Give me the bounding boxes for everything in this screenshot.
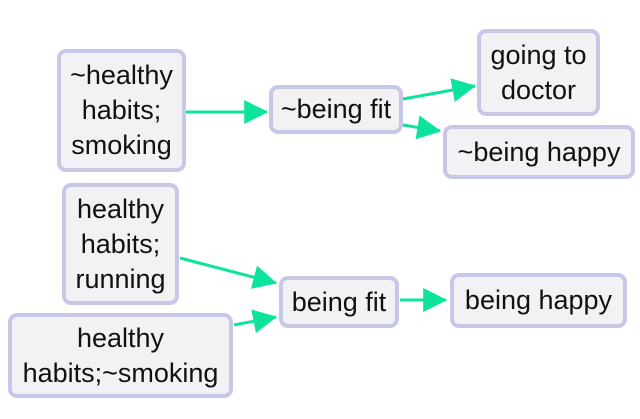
node-healthy-habits-running: healthy habits; running bbox=[62, 183, 179, 305]
node-healthy-habits-not-smoking: healthy habits;~smoking bbox=[8, 313, 233, 398]
node-going-to-doctor: going to doctor bbox=[477, 29, 600, 116]
edge-healthy-habits-running-to-being-fit bbox=[179, 256, 278, 289]
node-not-being-fit: ~being fit bbox=[269, 85, 403, 134]
node-not-healthy-habits-smoking: ~healthy habits; smoking bbox=[57, 49, 186, 172]
node-being-happy: being happy bbox=[450, 273, 627, 328]
edge-not-being-fit-to-going-to-doctor bbox=[402, 78, 477, 102]
edge-healthy-habits-not-smoking-to-being-fit bbox=[233, 309, 278, 334]
node-not-being-happy: ~being happy bbox=[443, 125, 635, 179]
node-being-fit: being fit bbox=[279, 276, 399, 328]
edge-not-being-fit-to-not-being-happy bbox=[402, 115, 442, 140]
